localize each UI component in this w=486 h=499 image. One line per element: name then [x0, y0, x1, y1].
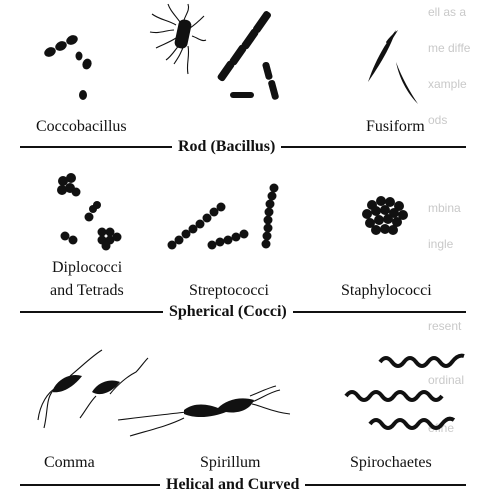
comma-icon: [38, 350, 148, 428]
spirochaetes-icon: [346, 356, 464, 428]
streptococci-icon: [168, 184, 279, 250]
staphylococci-icon: [362, 196, 408, 235]
label-diplococci: Diplococci: [52, 257, 122, 278]
fusiform-icon: [368, 30, 418, 104]
heading-spherical-cocci: Spherical (Cocci): [163, 302, 293, 322]
spirillum-icon: [118, 386, 290, 436]
label-spirillum: Spirillum: [200, 452, 260, 473]
chain-bacilli-icon: [216, 10, 279, 101]
label-staphylococci: Staphylococci: [341, 280, 432, 301]
coccobacillus-icon: [43, 33, 93, 100]
heading-rod-bacillus: Rod (Bacillus): [172, 137, 281, 157]
flagellated-bacillus-icon: [150, 4, 206, 74]
label-and-tetrads: and Tetrads: [50, 280, 124, 301]
label-spirochaetes: Spirochaetes: [350, 452, 432, 473]
label-fusiform: Fusiform: [366, 116, 425, 137]
label-coccobacillus: Coccobacillus: [36, 116, 127, 137]
diplococci-tetrads-icon: [57, 173, 122, 251]
label-streptococci: Streptococci: [189, 280, 269, 301]
label-comma: Comma: [44, 452, 95, 473]
heading-helical-curved: Helical and Curved: [160, 475, 305, 495]
